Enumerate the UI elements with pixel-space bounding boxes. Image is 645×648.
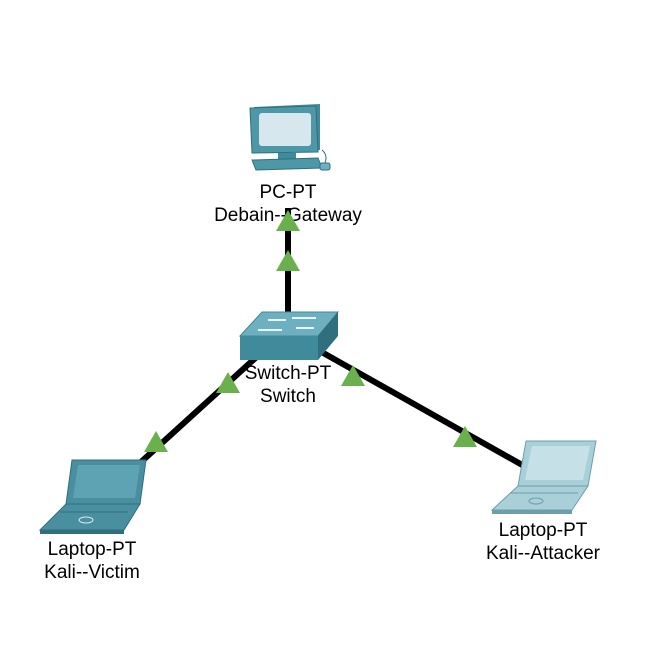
switch-type-label: Switch-PT [245, 363, 332, 384]
link-status-up-icon [276, 210, 300, 231]
link-status-up-icon [453, 426, 477, 447]
attacker-laptop[interactable]: Laptop-PT Kali--Attacker [486, 440, 601, 564]
switch-name-label: Switch [260, 386, 316, 407]
gateway-type-label: PC-PT [260, 182, 317, 203]
link-status-up-icon [341, 365, 365, 386]
attacker-name-label: Kali--Attacker [486, 543, 601, 564]
desktop-pc-icon [249, 104, 331, 171]
link-status-up-icon [276, 250, 300, 271]
attacker-type-label: Laptop-PT [499, 520, 588, 541]
network-switch-icon [238, 311, 340, 360]
gateway-pc[interactable]: PC-PT Debain--Gateway [214, 104, 362, 226]
victim-name-label: Kali--Victim [44, 562, 140, 583]
link-switch-attacker[interactable] [316, 347, 526, 469]
laptop-icon [490, 440, 597, 514]
link-status-up-icon [216, 372, 240, 393]
switch-device[interactable]: Switch-PT Switch [238, 311, 340, 407]
laptop-icon [38, 459, 147, 534]
link-status-up-icon [144, 431, 168, 452]
victim-laptop[interactable]: Laptop-PT Kali--Victim [38, 459, 147, 583]
victim-type-label: Laptop-PT [48, 539, 137, 560]
link-status-indicators [144, 210, 477, 452]
link-switch-victim[interactable] [127, 349, 265, 475]
